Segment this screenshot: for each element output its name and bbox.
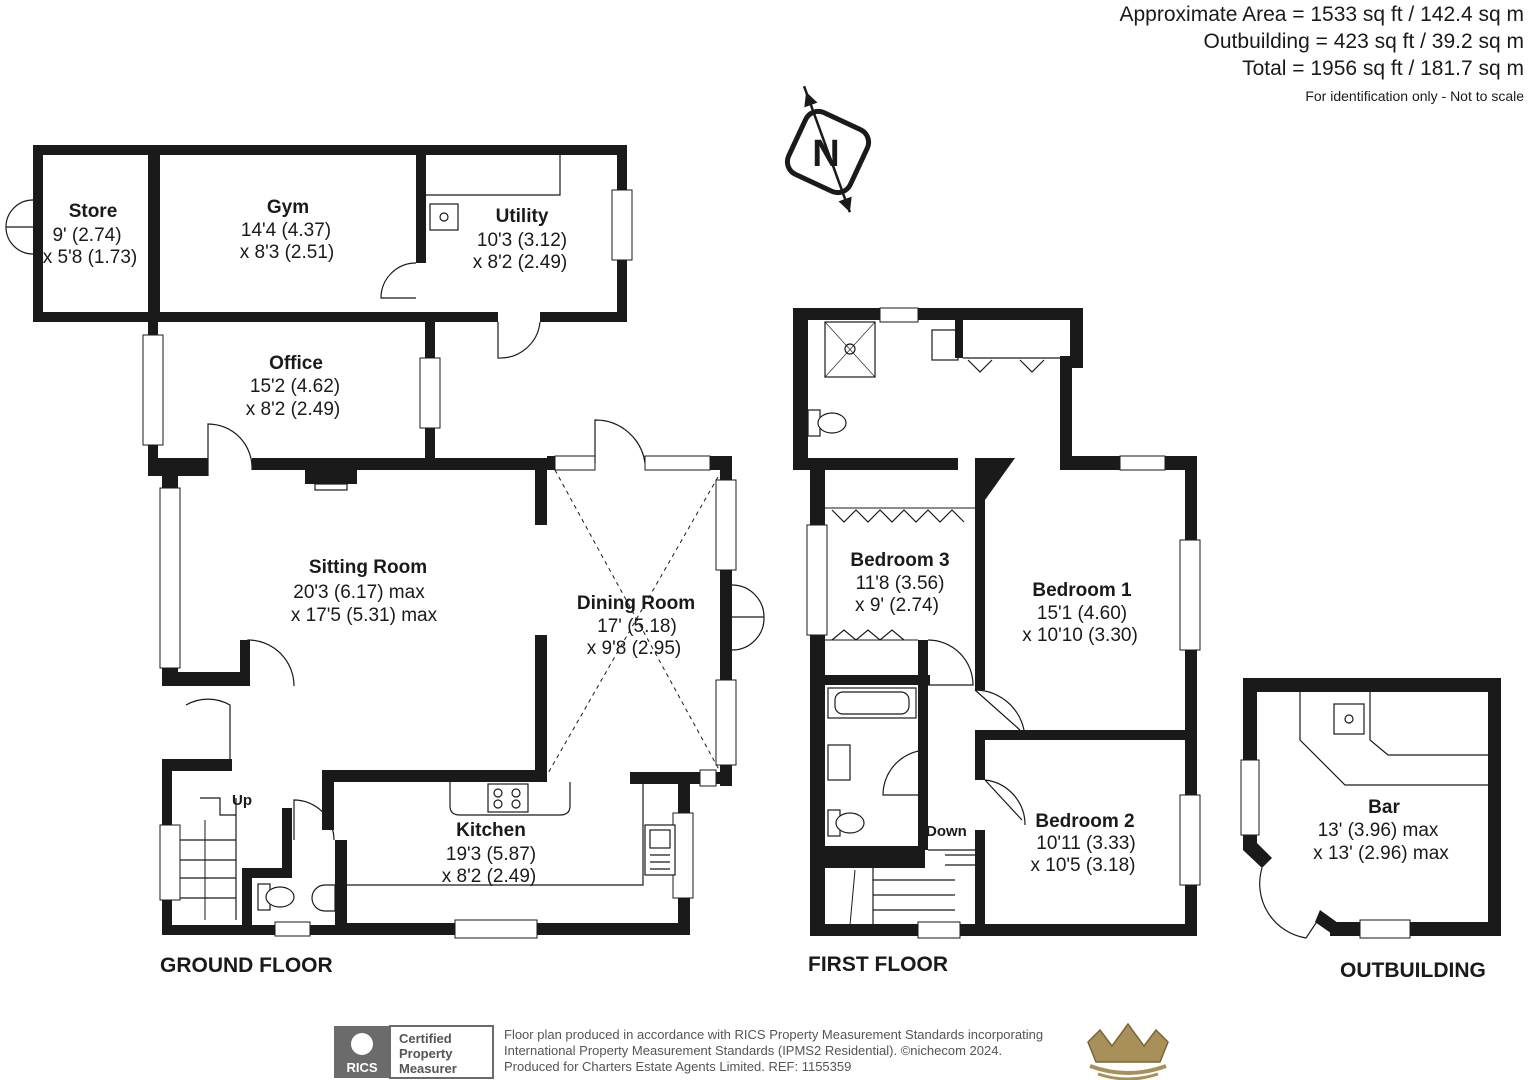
utility-name: Utility xyxy=(496,206,549,227)
office-dim2: x 8'2 (2.49) xyxy=(246,399,340,420)
utility-dim2: x 8'2 (2.49) xyxy=(473,252,567,273)
bedroom2-dim2: x 10'5 (3.18) xyxy=(1030,855,1135,876)
bedroom2-dim1: 10'11 (3.33) xyxy=(1036,833,1135,854)
footer: RICS Certified Property Measurer Floor p… xyxy=(334,1022,1169,1080)
total-area: Total = 1956 sq ft / 181.7 sq m xyxy=(1242,57,1524,80)
sitting-room-dim2: x 17'5 (5.31) max xyxy=(291,605,438,626)
compass-label: N xyxy=(812,133,839,175)
rics-label: RICS xyxy=(346,1060,377,1075)
stairs-up-label: Up xyxy=(232,792,252,809)
first-floor-label: FIRST FLOOR xyxy=(808,953,948,976)
dining-room-dim1: 17' (5.18) xyxy=(597,616,677,637)
outbuilding-plan xyxy=(1240,678,1501,939)
bedroom3-name: Bedroom 3 xyxy=(850,550,949,571)
area-summary: Approximate Area = 1533 sq ft / 142.4 sq… xyxy=(1120,3,1525,104)
floor-labels: GROUND FLOOR FIRST FLOOR OUTBUILDING xyxy=(160,953,1486,982)
ground-floor-plan xyxy=(5,145,765,939)
bedroom1-name: Bedroom 1 xyxy=(1032,580,1132,601)
outbuilding-area: Outbuilding = 423 sq ft / 39.2 sq m xyxy=(1204,30,1524,53)
rics-badge: RICS Certified Property Measurer xyxy=(334,1025,494,1079)
sitting-room-name: Sitting Room xyxy=(309,557,427,578)
kitchen-name: Kitchen xyxy=(456,820,526,841)
cert-line2: Property xyxy=(399,1046,453,1061)
room-labels: Store 9' (2.74) x 5'8 (1.73) Gym 14'4 (4… xyxy=(43,197,1450,887)
bedroom1-dim2: x 10'10 (3.30) xyxy=(1022,625,1138,646)
cert-line1: Certified xyxy=(399,1031,452,1046)
gym-dim1: 14'4 (4.37) xyxy=(241,220,331,241)
rics-logo-icon xyxy=(351,1033,373,1055)
store-dim2: x 5'8 (1.73) xyxy=(43,247,137,268)
footer-line3: Produced for Charters Estate Agents Limi… xyxy=(504,1059,851,1074)
store-dim1: 9' (2.74) xyxy=(52,225,121,246)
compass-icon: N xyxy=(784,85,872,213)
kitchen-dim2: x 8'2 (2.49) xyxy=(442,866,536,887)
outbuilding-label: OUTBUILDING xyxy=(1340,959,1486,982)
cert-line3: Measurer xyxy=(399,1061,457,1076)
bedroom2-name: Bedroom 2 xyxy=(1035,811,1134,832)
sitting-room-dim1: 20'3 (6.17) max xyxy=(293,582,425,603)
office-dim1: 15'2 (4.62) xyxy=(250,376,340,397)
scale-note: For identification only - Not to scale xyxy=(1305,88,1524,104)
footer-line2: International Property Measurement Stand… xyxy=(504,1043,1002,1058)
footer-line1: Floor plan produced in accordance with R… xyxy=(504,1027,1043,1042)
gym-dim2: x 8'3 (2.51) xyxy=(240,242,334,263)
dining-room-dim2: x 9'8 (2.95) xyxy=(587,638,681,659)
bar-name: Bar xyxy=(1368,797,1400,818)
bedroom3-dim2: x 9' (2.74) xyxy=(855,595,939,616)
office-name: Office xyxy=(269,353,323,374)
gym-name: Gym xyxy=(267,197,309,218)
store-name: Store xyxy=(69,201,118,222)
bedroom1-dim1: 15'1 (4.60) xyxy=(1037,603,1127,624)
kitchen-dim1: 19'3 (5.87) xyxy=(446,844,536,865)
bedroom3-dim1: 11'8 (3.56) xyxy=(856,573,945,594)
utility-dim1: 10'3 (3.12) xyxy=(477,230,567,251)
ground-floor-label: GROUND FLOOR xyxy=(160,954,333,977)
bar-dim1: 13' (3.96) max xyxy=(1318,820,1439,841)
approximate-area: Approximate Area = 1533 sq ft / 142.4 sq… xyxy=(1120,3,1525,26)
stairs-down-label: Down xyxy=(926,823,967,840)
first-floor-plan xyxy=(793,307,1201,939)
crown-logo-icon xyxy=(1087,1022,1169,1080)
dining-room-name: Dining Room xyxy=(577,593,695,614)
bar-dim2: x 13' (2.96) max xyxy=(1313,843,1449,864)
